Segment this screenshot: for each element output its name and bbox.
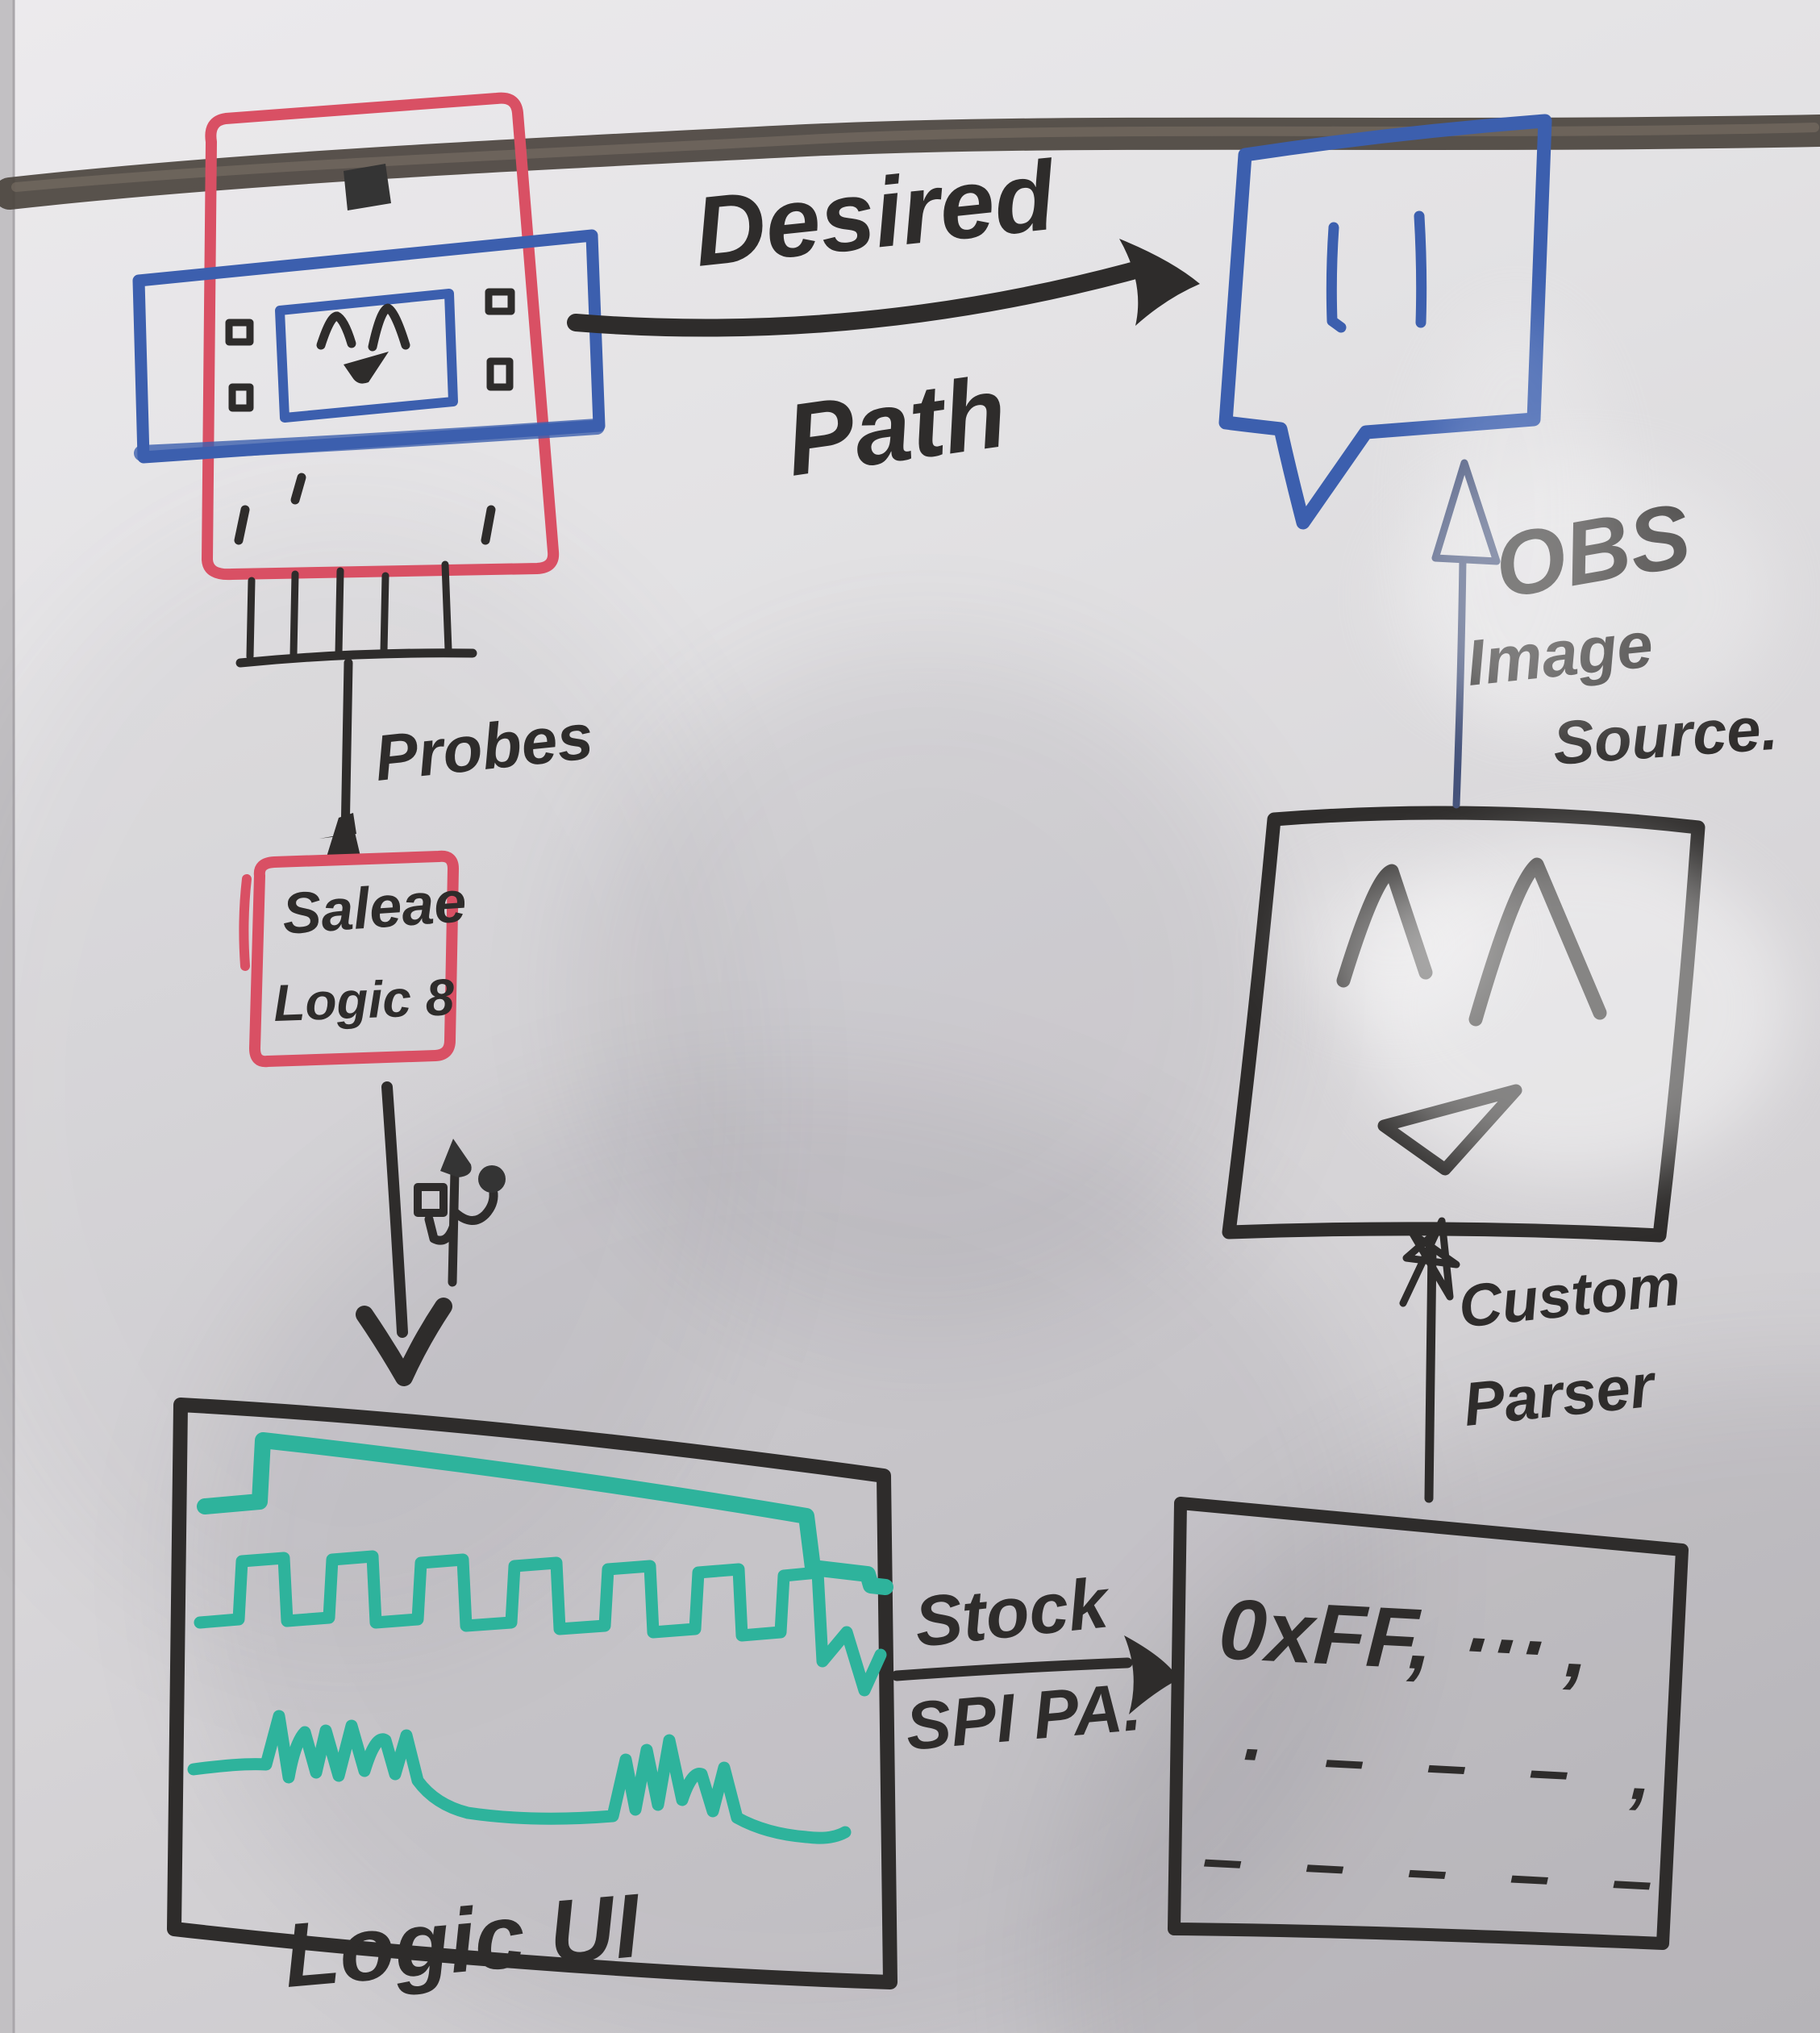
usb-left-branch [424,1214,458,1245]
device-button-square [228,383,254,412]
saleae-label-line2: Logic 8 [273,968,456,1032]
saleae-box-outline [249,850,459,1068]
device-screen-outline [275,289,458,423]
bubble-tick-2 [1414,210,1427,328]
bubble-tick-1 [1326,222,1347,333]
tick-mark [234,505,250,545]
hex-line-1: 0xFF, ⋯ , [1217,1581,1592,1696]
device-button-square [225,319,254,346]
usb-arrow-head [356,1298,452,1386]
device-button-square [486,357,514,391]
probe-pin [441,560,452,654]
logic-ui-box-outline [167,1398,898,1989]
device-tick-marks [234,473,496,545]
stock-arrow [891,1635,1179,1714]
custom-parser-arrow-line [1424,1244,1437,1503]
tick-mark [290,473,306,505]
desired-path-arrow [567,239,1200,337]
probe-connector-bar [235,648,477,668]
stock-arrow-head [1124,1635,1179,1714]
probe-pin [335,567,344,657]
device-left-eye [316,311,356,350]
device-face [316,303,410,384]
desired-path-label-line2: Path [779,354,1013,498]
custom-parser-label-line1: Custom [1456,1251,1684,1340]
probe-cable-line [340,658,353,844]
usb-arrow [356,1081,452,1386]
face-box-outline [1222,806,1705,1243]
probe-pin [380,572,389,656]
device-right-eye [368,303,410,352]
hex-box-outline [1168,1497,1689,1950]
usb-left-square [414,1183,448,1217]
saleae-box-extra-stroke [239,874,252,971]
corner-vignette [1054,1371,1820,2033]
device-button-square [485,288,515,315]
device-drawing [132,92,606,864]
probe-connector [235,560,477,668]
desired-path-arrow-line [567,262,1141,337]
tick-mark [481,505,496,545]
device-mouth [344,352,389,384]
probe-cable-plug [319,813,361,864]
waveform-2 [194,1550,887,1697]
device-camera-square [344,164,391,210]
logic-ui-box [167,1398,898,1989]
waveform-3 [187,1710,852,1844]
desired-path-arrow-head [1119,239,1200,326]
glare-spot [1290,867,1500,1020]
speech-bubble [1218,114,1552,530]
board-glare [1290,306,1790,1177]
usb-arrow-line [381,1081,408,1338]
desired-path-label-line1: Desired [689,140,1062,287]
usb-top-cap [440,1139,472,1177]
stock-arrow-line [891,1657,1133,1681]
usb-right-circle [478,1165,506,1193]
usb-right-branch [451,1189,498,1225]
device-buttons [225,288,515,412]
saleae-box: Saleae Logic 8 [239,850,469,1068]
glare-spot [1419,306,1613,726]
usb-icon [414,1139,506,1287]
waveform-1 [197,1432,893,1595]
device-blue-band-bottom-stroke [134,419,605,461]
probe-pin [289,570,299,659]
saleae-label-line1: Saleae [281,869,469,947]
speech-bubble-outline [1218,114,1552,530]
device-red-outline [202,92,560,581]
probe-pin [246,577,256,660]
